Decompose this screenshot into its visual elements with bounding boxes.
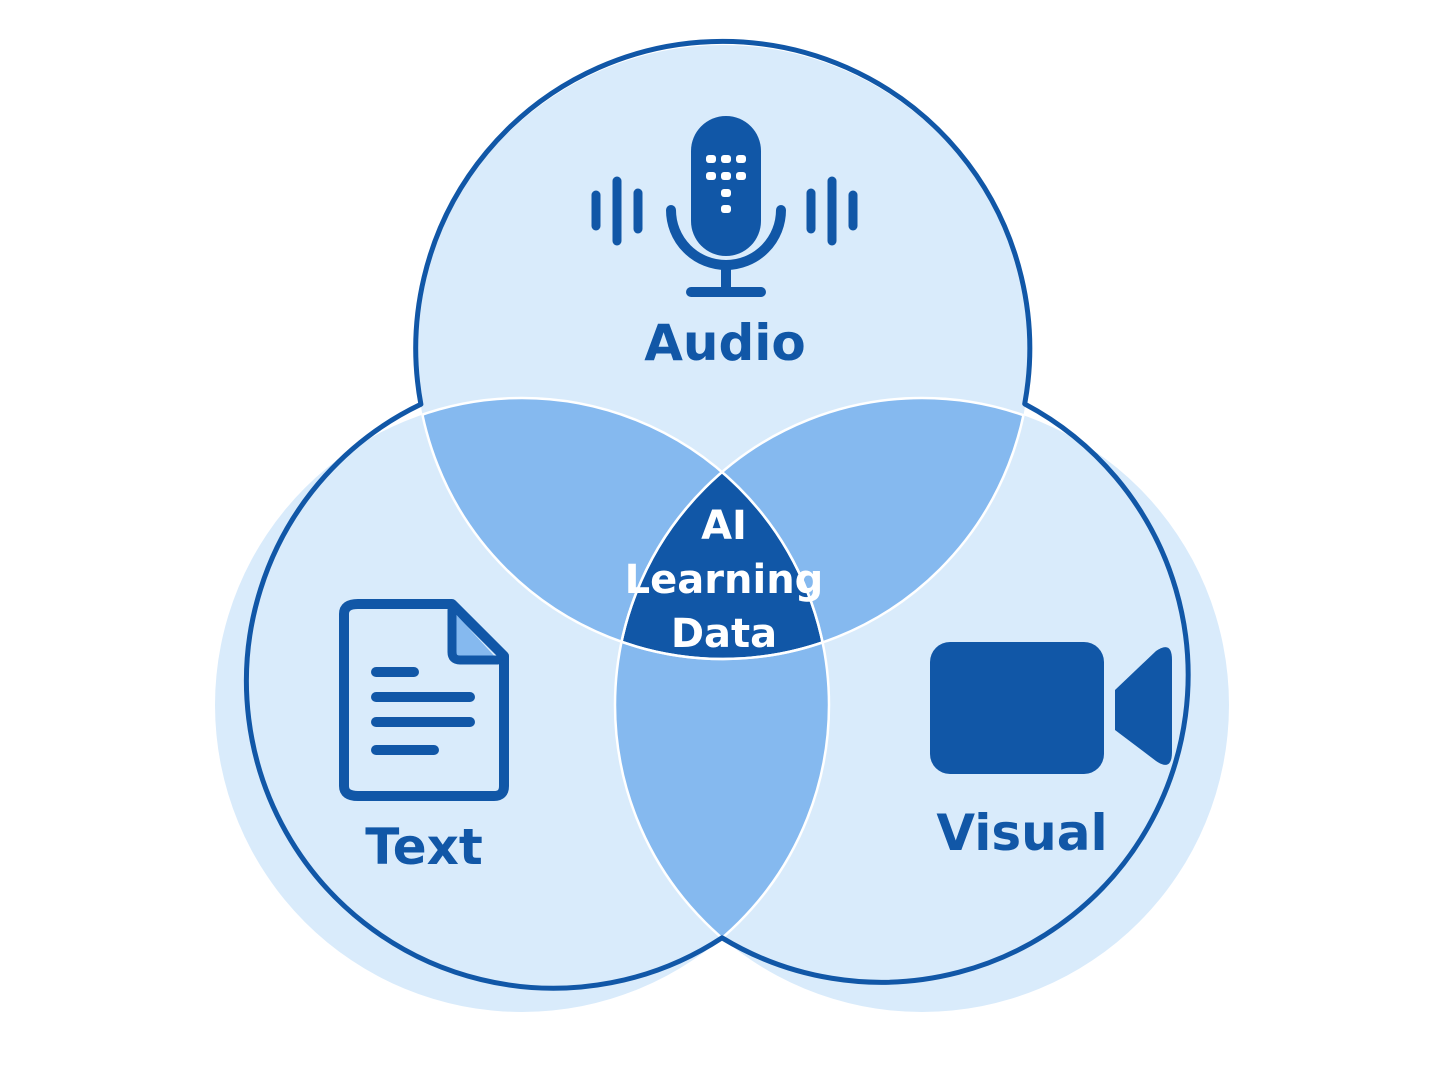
center-label-line-2: Learning	[625, 557, 824, 603]
text-label: Text	[365, 818, 483, 876]
visual-label: Visual	[936, 804, 1107, 862]
center-overlap	[615, 398, 829, 659]
document-icon	[339, 599, 509, 801]
center-label-line-3: Data	[671, 611, 777, 657]
outer-outline	[243, 38, 1191, 991]
inner-edges	[414, 396, 1032, 1012]
microphone-icon	[591, 116, 858, 297]
video-camera-icon	[930, 642, 1172, 774]
audio-label: Audio	[644, 314, 806, 372]
center-label-line-1: AI	[701, 503, 747, 549]
center-label: AI Learning Data	[625, 503, 824, 657]
